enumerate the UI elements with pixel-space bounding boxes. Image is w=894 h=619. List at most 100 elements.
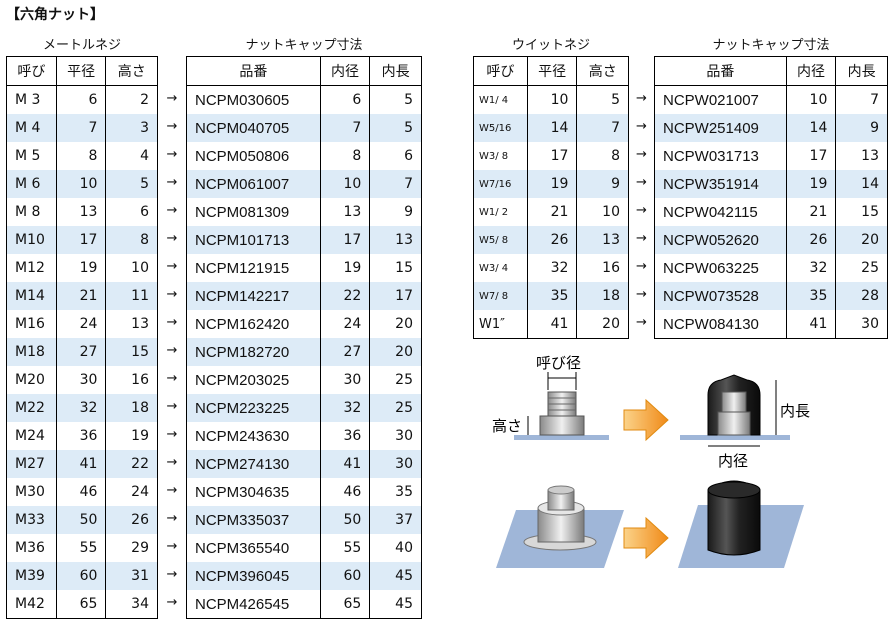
whit-cell: 17 — [526, 142, 578, 170]
metric-cell: 18 — [105, 394, 158, 422]
arrow-right-icon: → — [166, 287, 178, 302]
metric_caps-cell: 9 — [369, 198, 422, 226]
metric_caps-cell: 60 — [319, 562, 371, 590]
metric-cell: M 8 — [6, 198, 57, 226]
metric-cell: M14 — [6, 282, 57, 310]
plate-side-left — [514, 435, 609, 440]
whit-cell: 14 — [526, 114, 578, 142]
metric_caps-cell: NCPM182720 — [186, 338, 321, 366]
label-height: 高さ — [492, 417, 522, 435]
whit-cell: W3/ 8 — [473, 142, 528, 170]
metric_caps-cell: 25 — [369, 366, 422, 394]
whit_caps-header-0: 品番 — [654, 56, 787, 86]
label-inner-diameter: 内径 — [718, 452, 748, 470]
whit-cell: 35 — [526, 282, 578, 310]
metric_caps-cell: NCPM050806 — [186, 142, 321, 170]
metric-cell: 10 — [55, 170, 107, 198]
metric-cell: 17 — [55, 226, 107, 254]
metric-cell: M 3 — [6, 85, 57, 114]
metric-cell: 31 — [105, 562, 158, 590]
metric_caps-cell: NCPM040705 — [186, 114, 321, 142]
arrow-right-icon: → — [636, 315, 647, 330]
metric-cell: M18 — [6, 338, 57, 366]
arrow-right-icon: → — [166, 483, 178, 498]
metric_caps-cell: NCPM121915 — [186, 254, 321, 282]
metric-cell: M33 — [6, 506, 57, 534]
metric_caps-header-0: 品番 — [186, 56, 321, 86]
arrow-right-icon: → — [636, 147, 647, 162]
metric-cell: 7 — [55, 114, 107, 142]
whit-cell: W7/16 — [473, 170, 528, 198]
metric_caps-cell: 22 — [319, 282, 371, 310]
whit-cell: 9 — [576, 170, 629, 198]
whit-cell: 32 — [526, 254, 578, 282]
whit_caps-cell: 14 — [835, 170, 888, 198]
whit-cell: 19 — [526, 170, 578, 198]
whit_caps-header-1: 内径 — [785, 56, 837, 86]
arrow-right-icon: → — [166, 259, 178, 274]
whit-cell: W3/ 4 — [473, 254, 528, 282]
metric_caps-cell: 25 — [369, 394, 422, 422]
metric_caps-cell: 15 — [369, 254, 422, 282]
metric-cell: 6 — [55, 85, 107, 114]
metric_caps-cell: NCPM081309 — [186, 198, 321, 226]
metric-cell: 50 — [55, 506, 107, 534]
label-call-diameter: 呼び径 — [536, 354, 581, 372]
arrow-right-icon: → — [166, 91, 178, 106]
arrow-right-icon: → — [166, 231, 178, 246]
metric_caps-cell: 6 — [319, 85, 371, 114]
whit_caps-cell: 9 — [835, 114, 888, 142]
metric_caps-cell: 20 — [369, 310, 422, 338]
metric-cell: 27 — [55, 338, 107, 366]
whit_caps-cell: 21 — [785, 198, 837, 226]
metric_caps-cell: 40 — [369, 534, 422, 562]
metric_caps-cell: 30 — [319, 366, 371, 394]
metric-cell: 60 — [55, 562, 107, 590]
whit_caps-cell: 14 — [785, 114, 837, 142]
arrow-right-icon: → — [166, 147, 178, 162]
metric-cell: M 6 — [6, 170, 57, 198]
metric_caps-cell: 30 — [369, 450, 422, 478]
metric-cell: 10 — [105, 254, 158, 282]
metric_caps-cell: NCPM223225 — [186, 394, 321, 422]
whit-header-1: 平径 — [526, 56, 578, 86]
whit_caps-header-2: 内長 — [835, 56, 888, 86]
metric_caps-cell: NCPM162420 — [186, 310, 321, 338]
metric-cell: M30 — [6, 478, 57, 506]
metric-cell: 46 — [55, 478, 107, 506]
metric-caption: メートルネジ — [42, 38, 121, 53]
whit_caps-cell: 25 — [835, 254, 888, 282]
whit-cell: 26 — [526, 226, 578, 254]
whit_caps-cell: 15 — [835, 198, 888, 226]
arrow-right-icon: → — [166, 119, 178, 134]
metric-cell: 8 — [105, 226, 158, 254]
metric-header-0: 呼び — [6, 56, 57, 86]
metric-cell: 65 — [55, 590, 107, 619]
arrow-right-icon: → — [166, 175, 178, 190]
metric_caps-cell: 6 — [369, 142, 422, 170]
arrow-right-icon: → — [166, 203, 178, 218]
metric-cell: 29 — [105, 534, 158, 562]
metric_caps-cell: 65 — [319, 590, 371, 619]
